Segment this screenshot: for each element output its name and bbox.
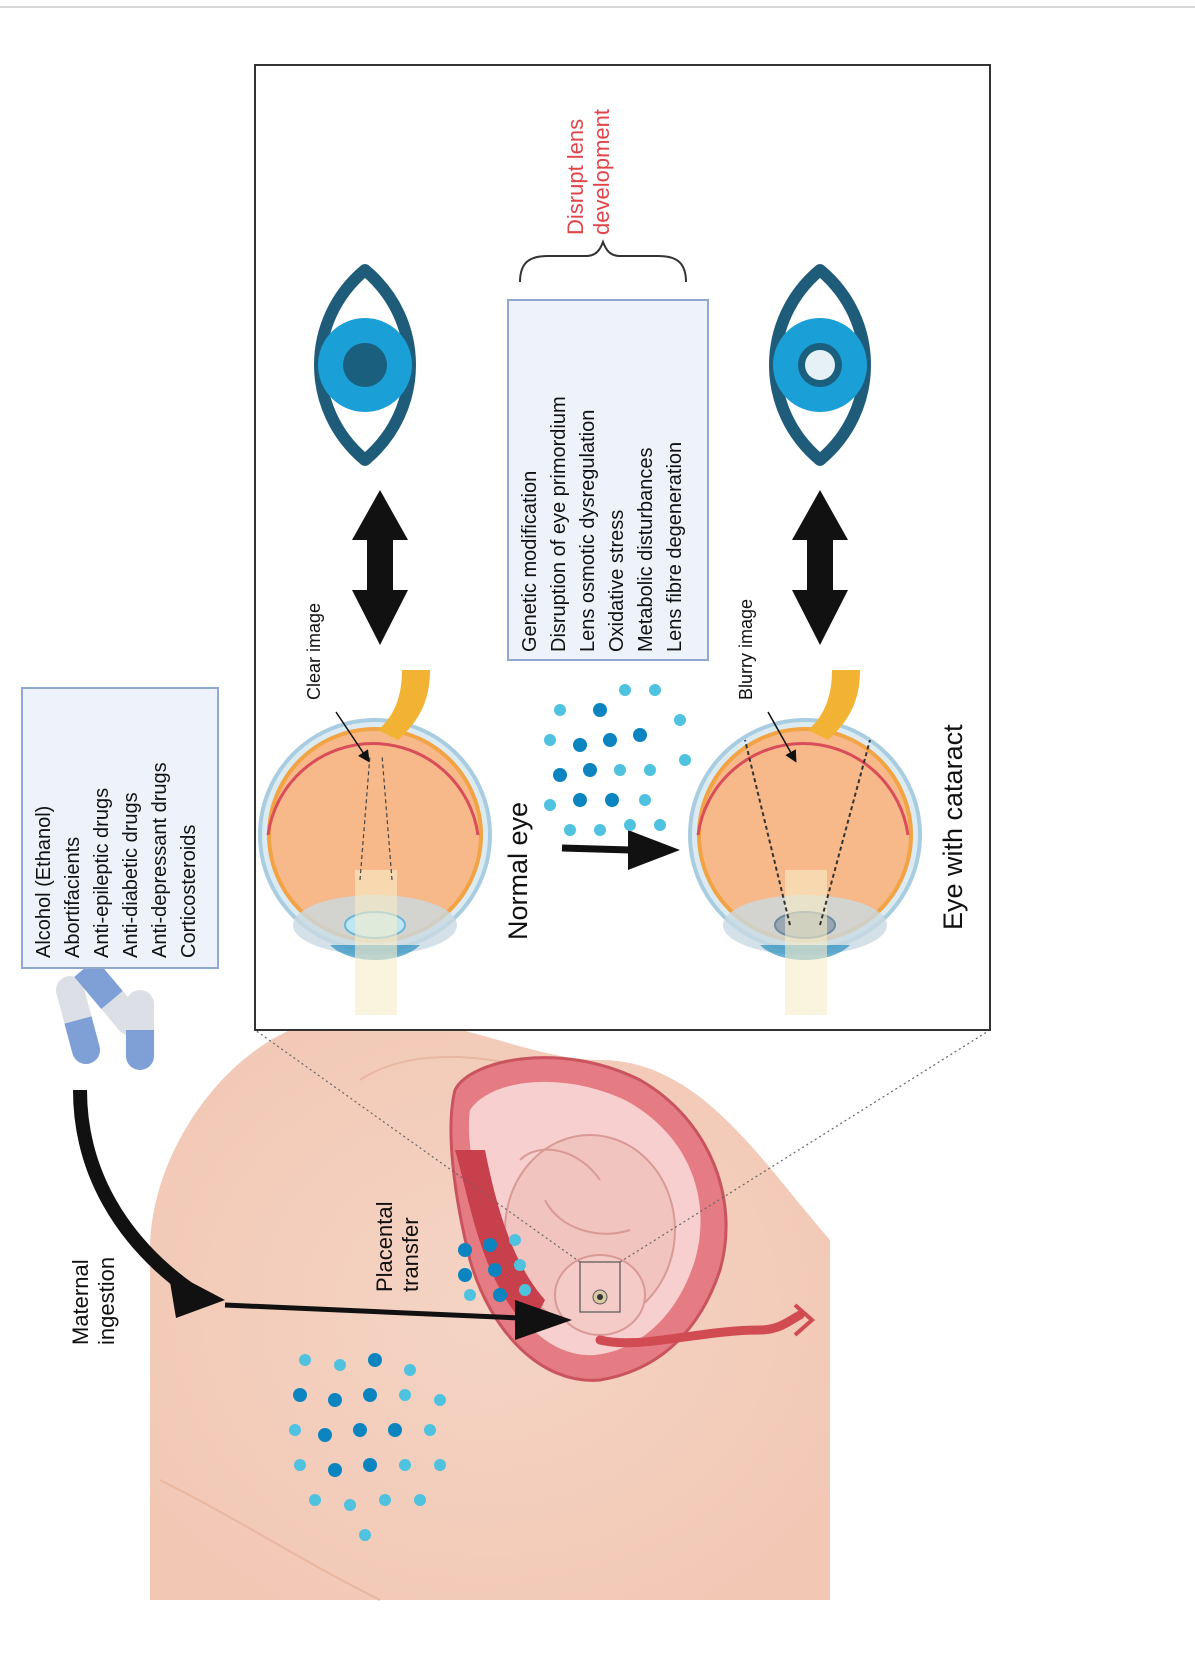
maternal-particle-13 [424, 1424, 436, 1436]
panel-particle-0 [554, 704, 566, 716]
placental-particle-3 [458, 1268, 472, 1282]
panel-particle-21 [654, 819, 666, 831]
maternal-particle-3 [404, 1364, 416, 1376]
drug-list-item-0: Alcohol (Ethanol) [33, 806, 55, 958]
panel-particle-10 [583, 763, 597, 777]
maternal-particle-21 [379, 1494, 391, 1506]
maternal-particle-23 [359, 1529, 371, 1541]
placental-particle-1 [483, 1238, 497, 1252]
mechanism-item-4: Metabolic disturbances [635, 447, 657, 652]
maternal-particle-17 [399, 1459, 411, 1471]
maternal-particle-8 [434, 1394, 446, 1406]
maternal-particle-9 [289, 1424, 301, 1436]
panel-particle-4 [544, 734, 556, 746]
blurry-image-label: Blurry image [736, 599, 756, 700]
maternal-particle-7 [399, 1389, 411, 1401]
progression-arrow [562, 848, 630, 850]
panel-particle-13 [679, 754, 691, 766]
placental-particle-0 [458, 1243, 472, 1257]
maternal-particle-16 [363, 1458, 377, 1472]
maternal-particle-10 [318, 1428, 332, 1442]
drug-list-item-3: Anti-diabetic drugs [120, 792, 142, 958]
mechanism-item-2: Lens osmotic dysregulation [577, 410, 599, 652]
maternal-particle-5 [328, 1393, 342, 1407]
panel-particle-12 [644, 764, 656, 776]
maternal-particle-0 [299, 1354, 311, 1366]
panel-particle-1 [593, 703, 607, 717]
mechanisms-box: Genetic modification Disruption of eye pr… [508, 300, 708, 660]
maternal-particle-1 [334, 1359, 346, 1371]
panel-particle-9 [553, 768, 567, 782]
maternal-particle-15 [328, 1463, 342, 1477]
maternal-particle-2 [368, 1353, 382, 1367]
placental-particle-5 [514, 1259, 526, 1271]
maternal-particle-4 [293, 1388, 307, 1402]
panel-particle-2 [619, 684, 631, 696]
placental-particle-2 [509, 1234, 521, 1246]
placental-particle-6 [464, 1289, 476, 1301]
panel-particle-3 [649, 684, 661, 696]
disrupt-lens-label: Disrupt lens development [563, 109, 614, 235]
placental-particle-4 [488, 1263, 502, 1277]
panel-particle-8 [674, 714, 686, 726]
panel-particle-11 [614, 764, 626, 776]
panel-particle-17 [639, 794, 651, 806]
maternal-particle-6 [363, 1388, 377, 1402]
maternal-particle-22 [414, 1494, 426, 1506]
maternal-particle-14 [294, 1459, 306, 1471]
mechanism-item-1: Disruption of eye primordium [548, 396, 570, 652]
panel-particle-18 [564, 824, 576, 836]
drug-list-item-4: Anti-depressant drugs [149, 762, 171, 958]
capsule-pills-icon [53, 959, 154, 1070]
drug-list-box: Alcohol (Ethanol) Abortifacients Anti-epil… [22, 688, 218, 968]
maternal-ingestion-label: Maternal ingestion [68, 1253, 119, 1345]
mechanism-item-5: Lens fibre degeneration [664, 442, 686, 652]
mechanism-item-0: Genetic modification [519, 471, 541, 652]
panel-particle-14 [544, 799, 556, 811]
placental-particle-8 [519, 1284, 531, 1296]
maternal-particle-11 [353, 1423, 367, 1437]
maternal-particle-20 [344, 1499, 356, 1511]
maternal-particle-12 [388, 1423, 402, 1437]
panel-particle-6 [603, 733, 617, 747]
panel-particle-15 [573, 793, 587, 807]
panel-particle-19 [594, 824, 606, 836]
drug-list-item-2: Anti-epileptic drugs [91, 788, 113, 958]
maternal-particle-18 [434, 1459, 446, 1471]
panel-particle-7 [633, 728, 647, 742]
drug-list-item-5: Corticosteroids [178, 825, 200, 958]
normal-eye-title: Normal eye [503, 802, 533, 940]
panel-particle-5 [573, 738, 587, 752]
cataract-eye-title: Eye with cataract [938, 724, 968, 930]
placental-particle-7 [493, 1288, 507, 1302]
panel-particle-16 [605, 793, 619, 807]
mechanism-item-3: Oxidative stress [606, 510, 628, 652]
panel-particle-20 [624, 819, 636, 831]
maternal-particle-19 [309, 1494, 321, 1506]
drug-list-item-1: Abortifacients [62, 837, 84, 958]
clear-image-label: Clear image [304, 603, 324, 700]
